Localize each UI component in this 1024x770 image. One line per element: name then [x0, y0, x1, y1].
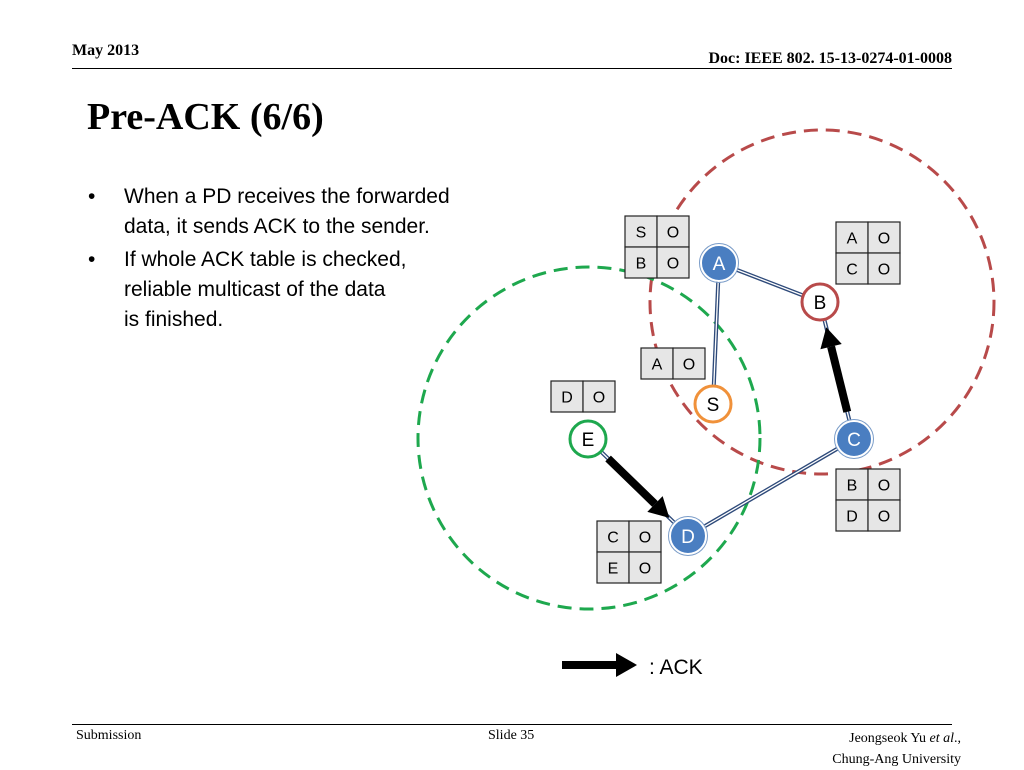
bullet-item-2: If whole ACK table is checked, reliable …: [88, 245, 538, 335]
footer-author: Jeongseok Yu et al., Chung-Ang Universit…: [832, 728, 961, 770]
link-highlight: [712, 262, 720, 405]
table-cell: [624, 215, 658, 248]
bullet-item-1: When a PD receives the forwarded data, i…: [88, 182, 538, 242]
table-cell-text: S: [636, 225, 647, 242]
node-a: A: [699, 243, 739, 283]
header-doc-id: Doc: IEEE 802. 15-13-0274-01-0008: [708, 50, 952, 67]
node-outline: [699, 243, 739, 283]
table-cell: [596, 520, 630, 553]
node-outline: [668, 516, 708, 556]
bullet-1-line-2: data, it sends ACK to the sender.: [124, 215, 430, 238]
node-label: S: [707, 395, 720, 416]
table-cell-text: E: [608, 561, 619, 578]
node-circle: [669, 517, 707, 555]
node-d: D: [668, 516, 708, 556]
table-cell-text: O: [639, 561, 651, 578]
link-highlight: [687, 438, 855, 537]
node-s: S: [693, 384, 733, 424]
ack-arrow-head: [647, 496, 670, 518]
bullet-list: When a PD receives the forwarded data, i…: [88, 182, 538, 338]
footer-submission: Submission: [76, 728, 142, 743]
table-cell-text: O: [667, 225, 679, 242]
table-cell-text: O: [683, 357, 695, 374]
table-cell: [550, 380, 584, 413]
table-cell-text: B: [636, 256, 647, 273]
header-date: May 2013: [72, 42, 140, 59]
table-cell-text: D: [561, 390, 573, 407]
node-circle: [700, 244, 738, 282]
table-cell-text: O: [639, 530, 651, 547]
footer-rule: [72, 724, 952, 725]
table-cell-text: C: [607, 530, 619, 547]
node-label: C: [847, 430, 861, 451]
table-cell: [656, 215, 690, 248]
node-e: E: [568, 419, 608, 459]
ack-table-a: S O B O: [624, 215, 690, 279]
node-label: E: [582, 430, 595, 451]
table-cell: [867, 468, 901, 501]
table-cell: [867, 252, 901, 285]
legend-arrow-head: [616, 653, 637, 677]
table-cell: [596, 551, 630, 584]
table-cell-text: A: [847, 231, 858, 248]
table-cell: [582, 380, 616, 413]
node-label: B: [814, 293, 827, 314]
ack-arrows-layer: [605, 327, 852, 518]
ack-arrow-c-to-b: [827, 345, 852, 413]
node-circle: [835, 420, 873, 458]
header-rule: [72, 68, 952, 69]
node-label: D: [681, 527, 695, 548]
nodes-layer: A B C D E S: [568, 243, 874, 556]
table-cell-text: A: [652, 357, 663, 374]
footer-slide-number: Slide 35: [488, 728, 535, 743]
table-cell: [672, 347, 706, 380]
node-ring: [800, 282, 840, 322]
bullet-2-line-1: If whole ACK table is checked,: [124, 248, 407, 271]
table-cell-text: O: [667, 256, 679, 273]
range-circle-red: [648, 128, 996, 476]
bullet-1-line-1: When a PD receives the forwarded: [124, 185, 450, 208]
footer-org: Chung-Ang University: [832, 752, 961, 767]
bullet-2-line-2: reliable multicast of the data: [124, 278, 386, 301]
node-ring: [693, 384, 733, 424]
table-cell: [835, 468, 869, 501]
ack-table-d: C O E O: [596, 520, 662, 584]
table-cell: [656, 246, 690, 279]
table-cell: [628, 551, 662, 584]
node-ring: [568, 419, 608, 459]
ack-table-c: B O D O: [835, 468, 901, 532]
table-cell-text: O: [878, 478, 890, 495]
legend-label: : ACK: [649, 656, 703, 679]
node-outline: [834, 419, 874, 459]
table-cell-text: B: [847, 478, 858, 495]
table-cell-text: O: [878, 231, 890, 248]
node-label: A: [713, 254, 726, 275]
table-cell-text: O: [878, 509, 890, 526]
table-cell-text: O: [593, 390, 605, 407]
node-c: C: [834, 419, 874, 459]
table-cell: [640, 347, 674, 380]
ack-table-b: A O C O: [835, 221, 901, 285]
legend: : ACK: [562, 653, 703, 679]
table-cell-text: C: [846, 262, 858, 279]
ack-arrow-e-to-d: [605, 455, 658, 507]
footer-author-suffix: et al: [929, 731, 955, 746]
range-circle-green: [416, 265, 762, 611]
footer-author-line: Jeongseok Yu et al.,: [849, 731, 961, 746]
table-cell: [867, 499, 901, 532]
footer-author-name: Jeongseok Yu: [849, 731, 926, 746]
node-b: B: [800, 282, 840, 322]
table-cell-text: D: [846, 509, 858, 526]
table-cell-text: O: [878, 262, 890, 279]
table-cell: [867, 221, 901, 254]
slide-title: Pre-ACK (6/6): [87, 96, 324, 138]
bullet-2-line-3: is finished.: [124, 308, 224, 331]
ack-arrow-head: [820, 327, 842, 350]
